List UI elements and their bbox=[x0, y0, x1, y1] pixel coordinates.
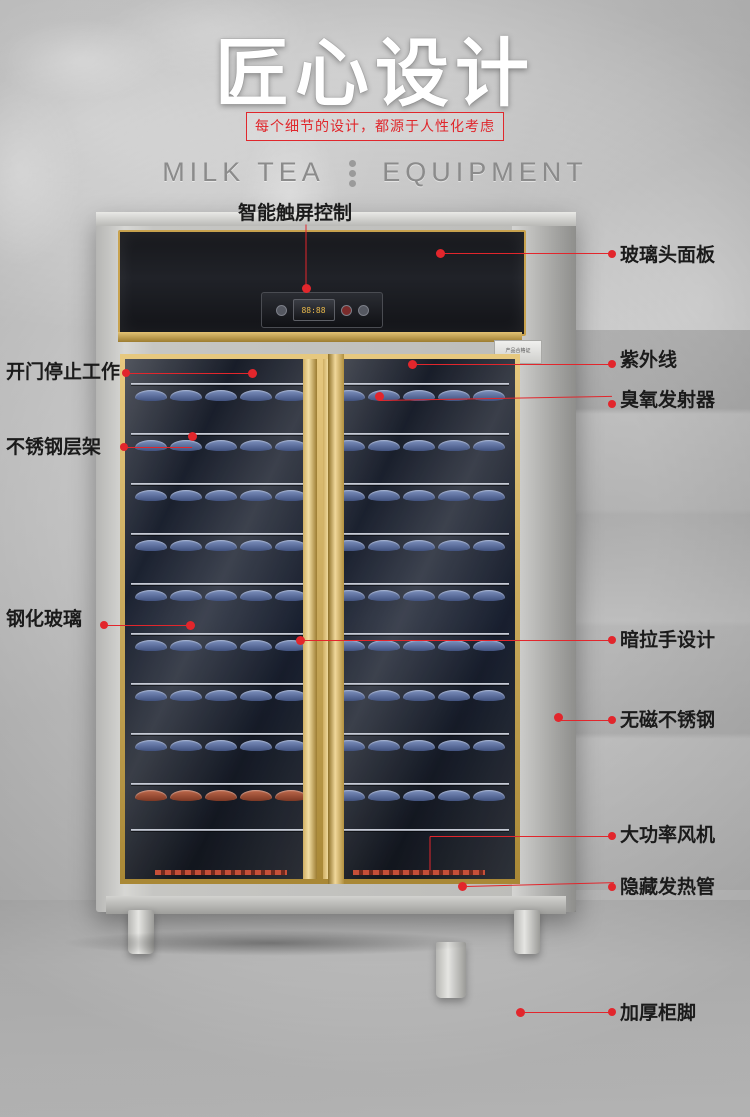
callout-dot-ozone-emitter bbox=[375, 392, 384, 401]
callout-line-steel-shelf bbox=[124, 447, 192, 448]
callout-line-glass-top-panel bbox=[440, 253, 612, 254]
control-button-power[interactable] bbox=[340, 304, 352, 316]
callout-label-thick-feet: 加厚柜脚 bbox=[620, 1003, 697, 1024]
callout-line-hidden-handle bbox=[302, 640, 612, 641]
callout-dot-door-stop bbox=[248, 369, 257, 378]
callout-endpoint-hidden-handle bbox=[608, 636, 616, 644]
callout-label-hidden-heater: 隐藏发热管 bbox=[620, 877, 716, 898]
callout-endpoint-nonmagnetic bbox=[608, 716, 616, 724]
callout-label-ozone-emitter: 臭氧发射器 bbox=[620, 390, 716, 411]
callout-label-door-stop: 开门停止工作 bbox=[6, 362, 121, 383]
door-center-seam bbox=[328, 354, 344, 884]
callout-endpoint-steel-shelf bbox=[120, 443, 128, 451]
callout-label-glass-top-panel: 玻璃头面板 bbox=[620, 245, 716, 266]
callout-endpoint-door-stop bbox=[122, 369, 130, 377]
heating-tube-right bbox=[353, 870, 485, 875]
callout-label-uv-light: 紫外线 bbox=[620, 350, 678, 371]
door-left[interactable] bbox=[120, 354, 320, 884]
callout-endpoint-ozone-emitter bbox=[608, 400, 616, 408]
brand-right-text: EQUIPMENT bbox=[382, 157, 588, 187]
subtitle-banner: 每个细节的设计，都源于人性化考虑 bbox=[246, 112, 504, 141]
three-dots-icon bbox=[336, 157, 370, 190]
cabinet-leg-right bbox=[514, 910, 540, 954]
cabinet-base bbox=[106, 896, 566, 914]
callout-label-touch-control: 智能触屏控制 bbox=[238, 203, 353, 224]
callout-line-nonmagnetic bbox=[560, 720, 612, 721]
callout-line-door-stop bbox=[126, 373, 252, 374]
callout-label-hidden-handle: 暗拉手设计 bbox=[620, 630, 716, 651]
cabinet-top bbox=[96, 212, 576, 226]
callout-line-uv-light bbox=[412, 364, 612, 365]
callout-dot-hidden-heater bbox=[458, 882, 467, 891]
cabinet-leg-left bbox=[128, 910, 154, 954]
gold-trim-strip bbox=[118, 332, 522, 342]
brand-left-text: MILK TEA bbox=[162, 157, 324, 187]
callout-dot-nonmagnetic bbox=[554, 713, 563, 722]
callout-endpoint-thick-feet bbox=[608, 1008, 616, 1016]
callout-line-touch-control bbox=[305, 224, 307, 291]
callout-line-high-power-fan-drop bbox=[429, 836, 431, 871]
door-right[interactable] bbox=[320, 354, 520, 884]
callout-endpoint-hidden-heater bbox=[608, 883, 616, 891]
brand-line: MILK TEA EQUIPMENT bbox=[0, 157, 750, 190]
cabinet-leg-front-right bbox=[436, 942, 466, 998]
callout-label-high-power-fan: 大功率风机 bbox=[620, 825, 716, 846]
page-title: 匠心设计 bbox=[215, 34, 535, 116]
callout-label-nonmagnetic: 无磁不锈钢 bbox=[620, 710, 716, 731]
callout-dot-uv-light bbox=[408, 360, 417, 369]
callout-line-high-power-fan bbox=[430, 836, 612, 837]
callout-endpoint-high-power-fan bbox=[608, 832, 616, 840]
callout-dot-touch-control bbox=[302, 284, 311, 293]
cabinet-doors bbox=[120, 354, 520, 884]
control-button-right[interactable] bbox=[357, 304, 369, 316]
touch-control-panel[interactable]: 88:88 bbox=[261, 292, 383, 328]
callout-endpoint-uv-light bbox=[608, 360, 616, 368]
control-button-left[interactable] bbox=[275, 304, 287, 316]
callout-dot-thick-feet bbox=[516, 1008, 525, 1017]
callout-label-steel-shelf: 不锈钢层架 bbox=[6, 437, 102, 458]
product-cabinet: 88:88 产品合格证 bbox=[96, 212, 576, 998]
callout-endpoint-glass-top-panel bbox=[608, 250, 616, 258]
heating-tube-left bbox=[155, 870, 287, 875]
door-handle-left[interactable] bbox=[303, 359, 317, 879]
callout-line-thick-feet bbox=[524, 1012, 612, 1013]
callout-dot-hidden-handle bbox=[296, 636, 305, 645]
callout-line-tempered-glass bbox=[104, 625, 190, 626]
background-floor bbox=[0, 900, 750, 1117]
callout-dot-glass-top-panel bbox=[436, 249, 445, 258]
callout-dot-steel-shelf bbox=[188, 432, 197, 441]
floor-shadow bbox=[60, 930, 480, 956]
glass-top-panel: 88:88 bbox=[118, 230, 526, 336]
callout-dot-tempered-glass bbox=[186, 621, 195, 630]
callout-endpoint-tempered-glass bbox=[100, 621, 108, 629]
control-display: 88:88 bbox=[292, 299, 335, 321]
callout-label-tempered-glass: 钢化玻璃 bbox=[6, 609, 83, 630]
